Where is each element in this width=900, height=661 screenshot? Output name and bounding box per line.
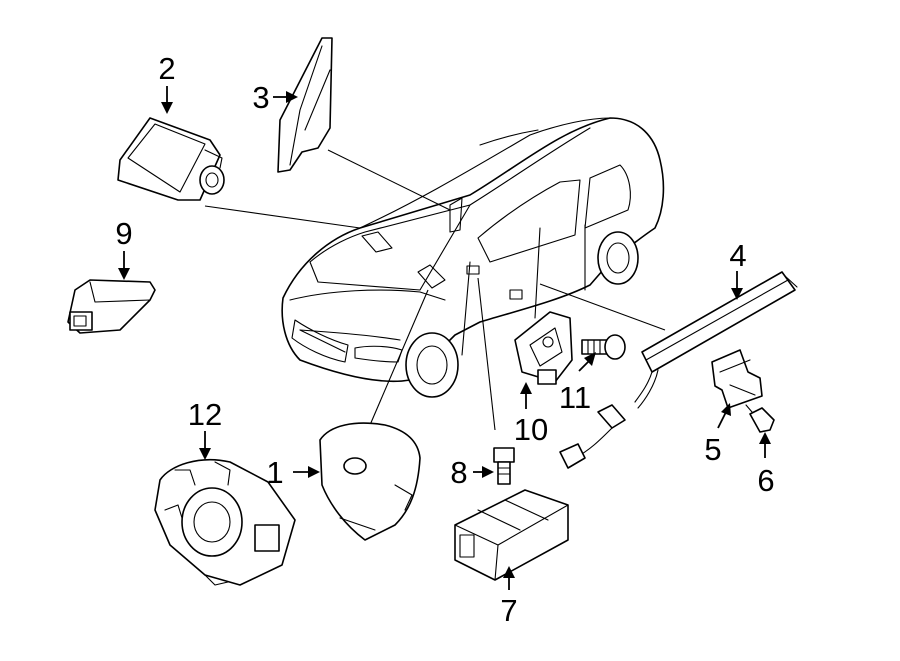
callout-5: 5 [704,432,721,467]
callout-3: 3 [252,80,269,115]
callout-10: 10 [514,412,548,447]
callout-12: 12 [188,397,222,432]
part-curtain-airbag [559,271,798,469]
leader-lines [204,149,666,431]
part-clock-spring [154,458,296,586]
callout-1: 1 [266,455,283,490]
callout-4: 4 [729,238,746,273]
part-bracket [711,349,763,409]
part-side-airbag-module [117,117,225,201]
callout-6: 6 [757,463,774,498]
part-seat-side-airbag [277,37,333,173]
part-screw-6 [745,404,775,433]
part-driver-airbag [319,422,421,541]
part-bolt-11 [581,334,626,360]
callout-2: 2 [158,51,175,86]
vehicle-outline [281,117,665,398]
callout-11: 11 [559,380,591,415]
part-impact-sensor [67,279,156,334]
callout-8: 8 [450,455,467,490]
part-sensor-module-10 [514,311,573,385]
callout-9: 9 [115,216,132,251]
callout-arrows [118,86,771,590]
part-bolt-8 [493,447,515,485]
callout-7: 7 [500,593,517,628]
callout-labels: 1 2 3 4 5 6 7 8 9 10 11 12 [115,51,774,628]
part-knee-airbag [454,489,569,581]
